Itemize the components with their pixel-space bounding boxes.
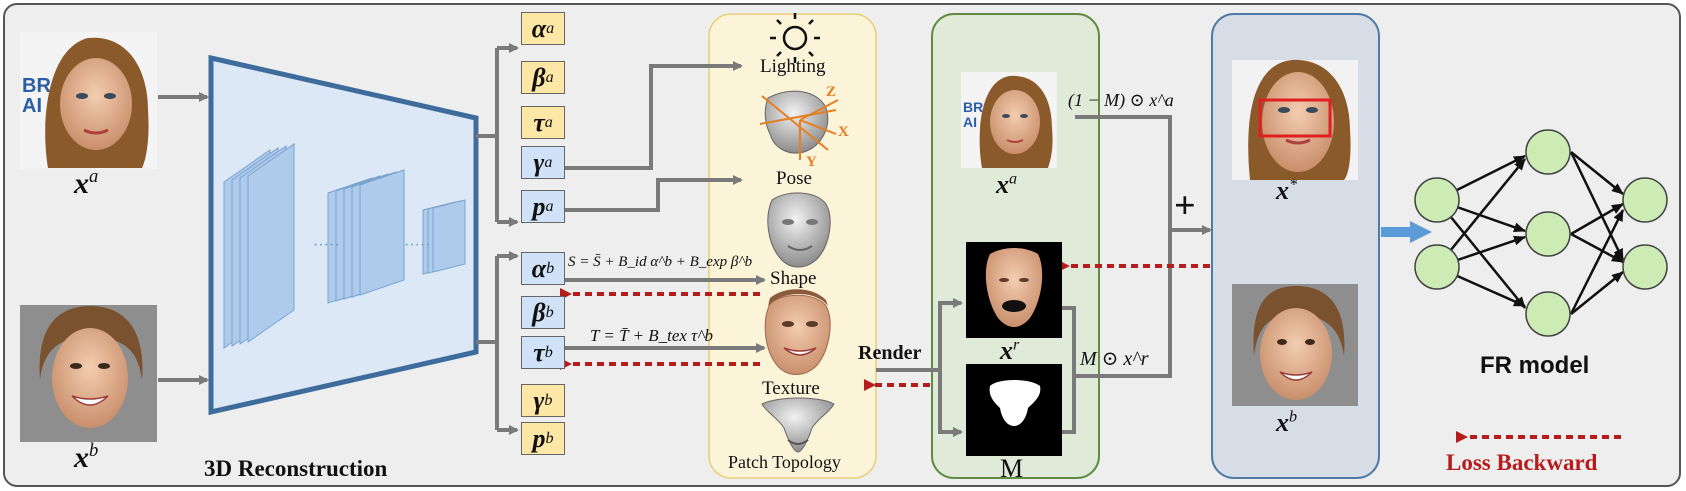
input-photo-a: BR AI [20, 32, 157, 169]
plus-sign: + [1174, 185, 1196, 227]
masked-r-formula: M ⊙ x^r [1080, 348, 1149, 370]
shape-head-icon [767, 192, 831, 268]
input-label-b: xb [74, 440, 99, 474]
sun-icon [770, 13, 820, 63]
feature-stack-large [223, 143, 295, 349]
render-label: Render [858, 342, 922, 364]
axis-z-label: Z [826, 84, 837, 100]
loss-backward-label: Loss Backward [1446, 450, 1598, 475]
green-photo-a: BR AI [961, 72, 1057, 168]
texture-label: Texture [762, 378, 820, 399]
patch-box [1258, 98, 1332, 138]
svg-text:·····: ····· [313, 237, 340, 254]
mask-image [966, 364, 1062, 456]
blend-photo-b [1232, 284, 1358, 406]
shape-equation: S = S̄ + B_id α^b + B_exp β^b [568, 254, 753, 270]
input-label-a: xa [74, 166, 99, 200]
fr-model-label: FR model [1480, 352, 1590, 379]
texture-head-icon [764, 289, 831, 375]
svg-text:AI: AI [963, 114, 977, 130]
patch-topology-icon [761, 397, 835, 453]
svg-text:·····: ····· [404, 237, 431, 254]
green-label-xa: xa [996, 170, 1018, 199]
axis-y-label: Y [806, 154, 817, 170]
pose-head-icon [759, 90, 839, 160]
fr-network-nodes [1414, 129, 1668, 337]
svg-text:BR: BR [963, 99, 983, 115]
reconstruction-title: 3D Reconstruction [204, 456, 388, 481]
svg-text:BR: BR [22, 75, 51, 97]
feature-stack-small [422, 199, 466, 275]
patch-topology-label: Patch Topology [728, 452, 841, 472]
rendered-face-xr [966, 242, 1062, 338]
input-photo-b [20, 305, 157, 442]
lighting-label: Lighting [760, 56, 826, 77]
blend-label-xstar: x* [1276, 176, 1298, 205]
green-label-xr: xr [1000, 336, 1020, 365]
masked-a-formula: (1 − M) ⊙ x^a [1068, 90, 1174, 110]
shape-label: Shape [770, 268, 817, 289]
mask-label: M [1000, 454, 1024, 483]
axis-x-label: X [838, 124, 849, 140]
adversarial-photo [1232, 59, 1358, 181]
pose-label: Pose [776, 168, 812, 189]
blend-label-xb: xb [1276, 408, 1298, 437]
svg-text:AI: AI [22, 95, 42, 117]
texture-equation: T = T̄ + B_tex τ^b [590, 326, 713, 345]
feature-stack-medium [327, 169, 405, 304]
